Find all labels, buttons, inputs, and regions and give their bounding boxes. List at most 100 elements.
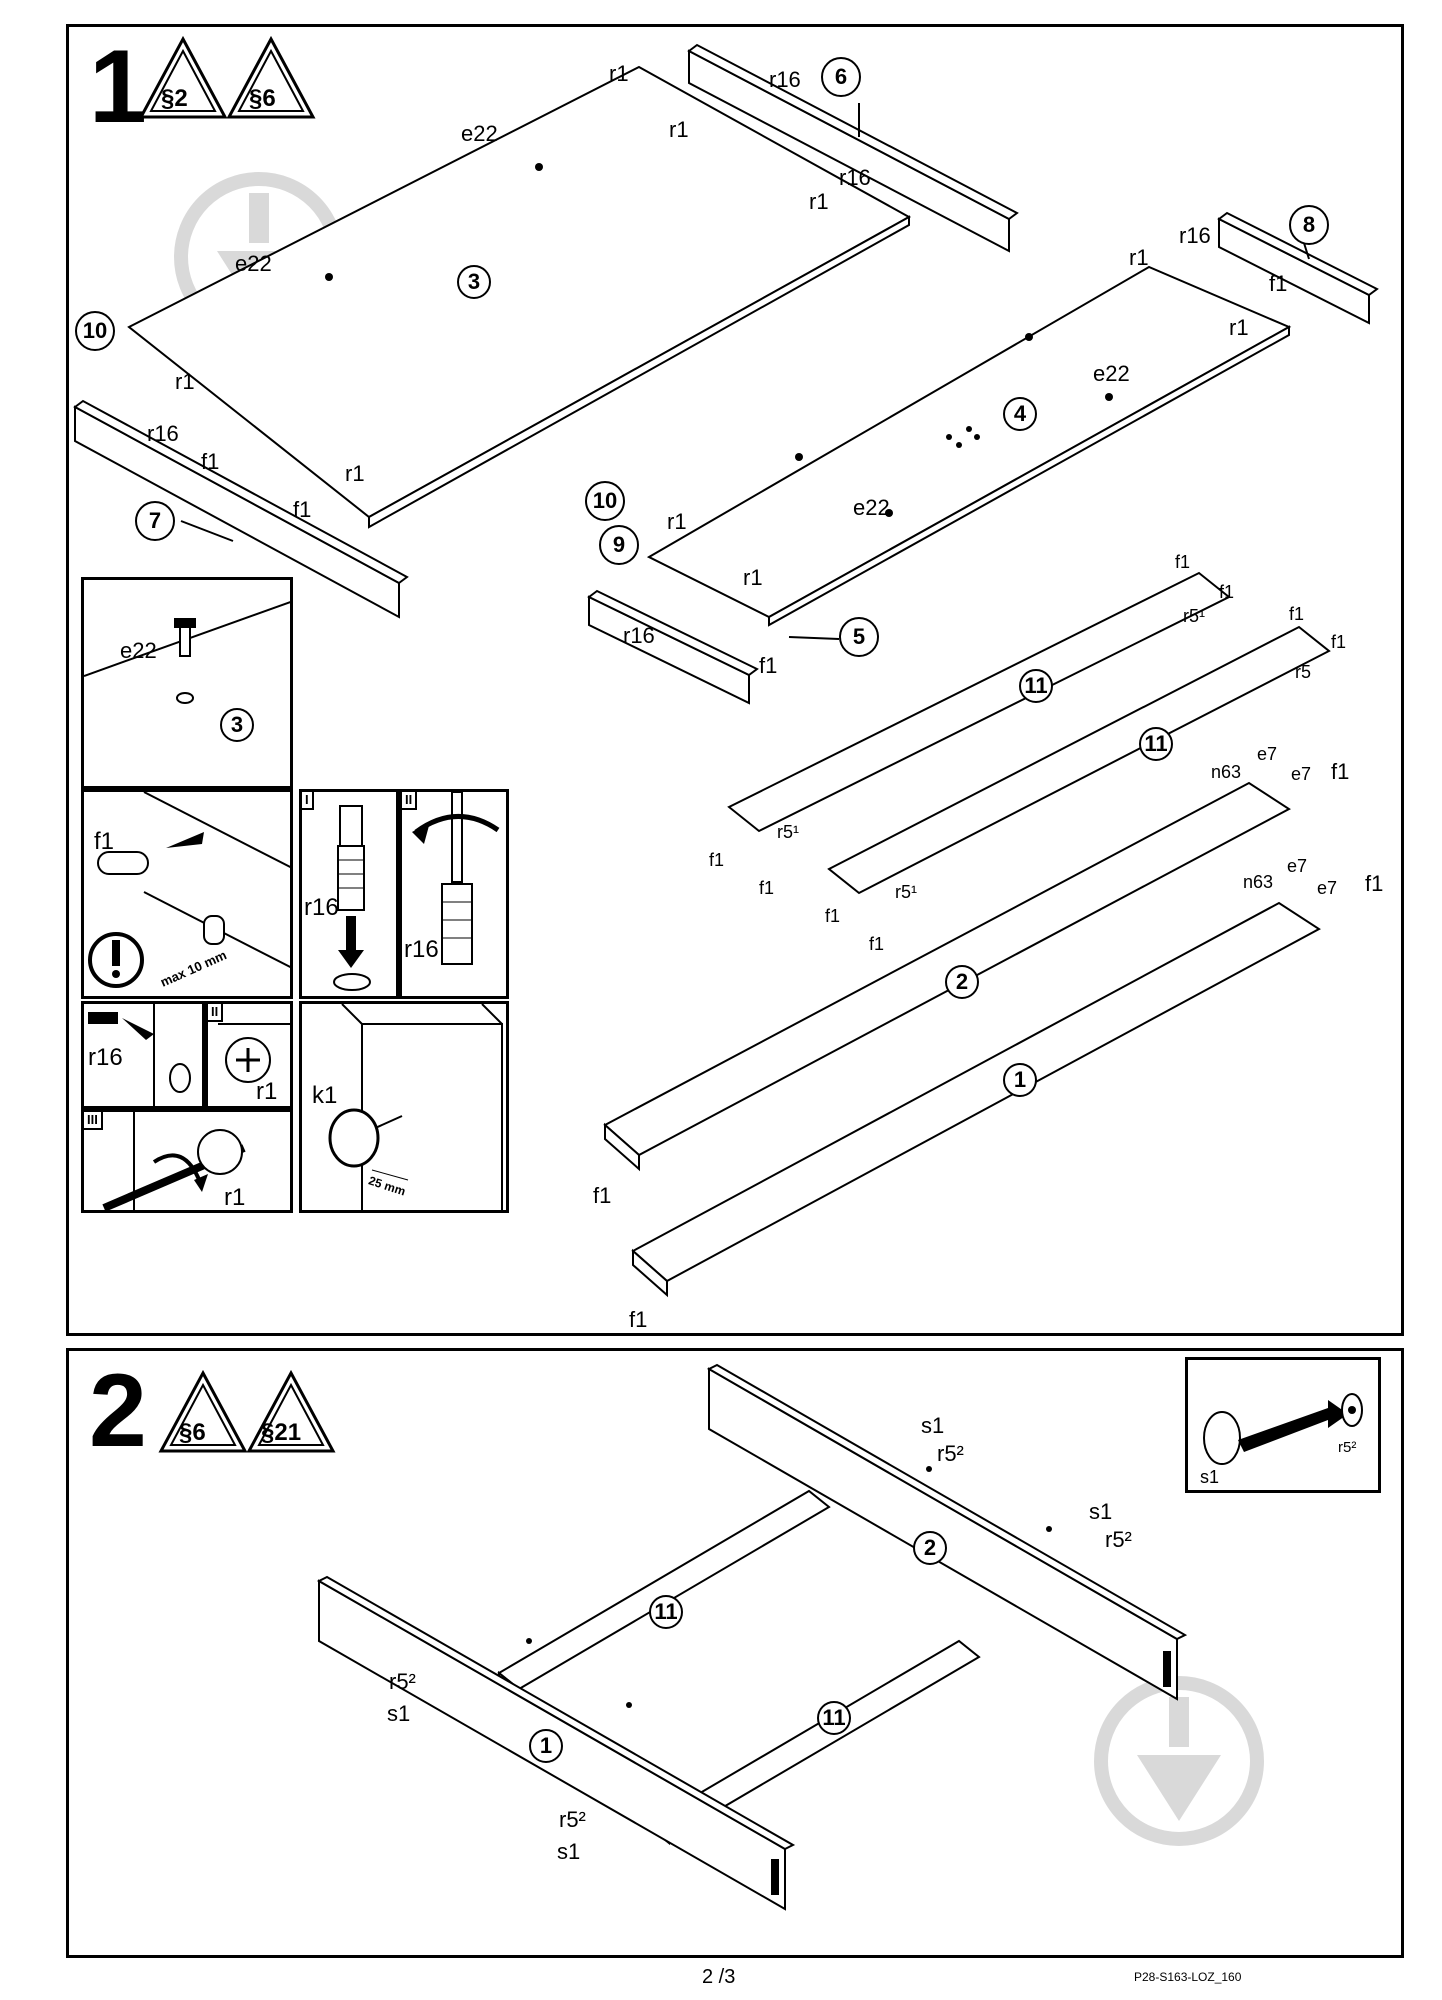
part-1: 1 — [1003, 1063, 1037, 1097]
label-n63: n63 — [1211, 762, 1242, 782]
part-9: 9 — [599, 525, 639, 565]
label-r16: r16 — [623, 623, 655, 648]
part-2: 2 — [913, 1531, 947, 1565]
part-8: 8 — [1289, 205, 1329, 245]
label-r1: r1 — [743, 565, 763, 590]
detail-r1-label-2: r1 — [224, 1184, 246, 1211]
label-e7: e7 — [1317, 878, 1338, 898]
label-f1: f1 — [1269, 271, 1288, 296]
label-r5: r5 — [1295, 662, 1312, 682]
label-r5-1: r5¹ — [777, 822, 799, 842]
label-r1: r1 — [345, 461, 365, 486]
watermark-icon — [1094, 1676, 1264, 1846]
part-1: 1 — [529, 1729, 563, 1763]
label-e22: e22 — [461, 121, 498, 146]
label-f1: f1 — [869, 934, 885, 954]
part-10-b: 10 — [585, 481, 625, 521]
part-6: 6 — [821, 57, 861, 97]
detail-k1: k1 25 mm — [299, 1001, 509, 1213]
warning-2: §6 — [249, 85, 276, 112]
label-r16: r16 — [839, 165, 871, 190]
step-number: 2 — [89, 1353, 147, 1469]
detail-part-3: 3 — [220, 708, 254, 742]
label-r5-2: r5² — [937, 1441, 964, 1466]
part-10-a: 10 — [75, 311, 115, 351]
part-11-b: 11 — [817, 1701, 851, 1735]
label-f1: f1 — [1365, 871, 1384, 896]
warning-2: §21 — [261, 1419, 302, 1446]
label-s1: s1 — [921, 1413, 945, 1438]
assembly-drawing-2 — [316, 1363, 1188, 1911]
label-e7: e7 — [1291, 764, 1312, 784]
label-e22: e22 — [853, 495, 890, 520]
detail-s1-label: s1 — [1200, 1467, 1220, 1487]
part-11-a: 11 — [1019, 669, 1053, 703]
part-11-b: 11 — [1139, 727, 1173, 761]
detail-roman: II — [402, 792, 418, 810]
label-r1: r1 — [809, 189, 829, 214]
label-f1: f1 — [1219, 582, 1235, 602]
label-r5-1: r5¹ — [895, 882, 917, 902]
label-r1: r1 — [609, 61, 629, 86]
part-2: 2 — [945, 965, 979, 999]
label-r1: r1 — [1229, 315, 1249, 340]
detail-r16-screw-label: r16 — [88, 1044, 123, 1071]
label-f1: f1 — [1289, 604, 1305, 624]
part-7: 7 — [135, 501, 175, 541]
detail-s1-cap: s1 r5² — [1185, 1357, 1381, 1493]
label-e22: e22 — [235, 251, 272, 276]
label-f1: f1 — [759, 878, 775, 898]
detail-e22-label: e22 — [120, 638, 157, 663]
label-r5-2: r5² — [1105, 1527, 1132, 1552]
step-1-panel: 1 §2 §6 — [66, 24, 1404, 1336]
detail-r16-screw: r16 — [81, 1001, 205, 1109]
detail-f1: f1 max 10 mm — [81, 789, 293, 999]
label-f1: f1 — [759, 653, 778, 678]
label-r5-2: r5² — [389, 1669, 416, 1694]
detail-roman: II — [208, 1004, 224, 1022]
detail-r16-insert: I r16 — [299, 789, 399, 999]
detail-r16-rotate: II r16 — [399, 789, 509, 999]
label-e7: e7 — [1257, 744, 1278, 764]
label-s1: s1 — [1089, 1499, 1113, 1524]
label-e7: e7 — [1287, 856, 1308, 876]
warning-triangles — [158, 1369, 336, 1453]
label-e22: e22 — [1093, 361, 1130, 386]
detail-roman: I — [302, 792, 314, 810]
detail-e22: e22 3 — [81, 577, 293, 789]
assembly-drawing-1 — [73, 43, 1379, 1298]
detail-k1-label: k1 — [312, 1082, 338, 1109]
part-3: 3 — [457, 265, 491, 299]
document-code: P28-S163-LOZ_160 — [1134, 1970, 1242, 1984]
label-f1: f1 — [629, 1307, 648, 1332]
label-f1: f1 — [1331, 759, 1350, 784]
label-r16: r16 — [147, 421, 179, 446]
step-number: 1 — [89, 29, 147, 145]
label-r5-2: r5² — [559, 1807, 586, 1832]
label-r5-1: r5¹ — [1183, 606, 1205, 626]
label-f1: f1 — [293, 497, 312, 522]
detail-r1-cam: II r1 — [205, 1001, 293, 1109]
label-r16: r16 — [1179, 223, 1211, 248]
page-number: 2 /3 — [702, 1966, 736, 1988]
label-s1: s1 — [387, 1701, 411, 1726]
label-r1: r1 — [669, 117, 689, 142]
label-r1: r1 — [1129, 245, 1149, 270]
detail-r16-label: r16 — [304, 894, 339, 921]
part-4: 4 — [1003, 397, 1037, 431]
label-f1: f1 — [201, 449, 220, 474]
part-5: 5 — [839, 617, 879, 657]
warning-1: §6 — [179, 1419, 206, 1446]
warning-triangles — [138, 35, 316, 119]
step-2-panel: 2 §6 §21 s1 r5² — [66, 1348, 1404, 1958]
label-r1: r1 — [175, 369, 195, 394]
detail-roman: III — [84, 1112, 103, 1130]
label-f1: f1 — [593, 1183, 612, 1208]
detail-r16-label-2: r16 — [404, 936, 439, 963]
detail-r1-tighten: III r1 — [81, 1109, 293, 1213]
label-f1: f1 — [1331, 632, 1347, 652]
label-n63: n63 — [1243, 872, 1274, 892]
label-f1: f1 — [825, 906, 841, 926]
part-11-a: 11 — [649, 1595, 683, 1629]
detail-r1-label: r1 — [256, 1078, 278, 1105]
